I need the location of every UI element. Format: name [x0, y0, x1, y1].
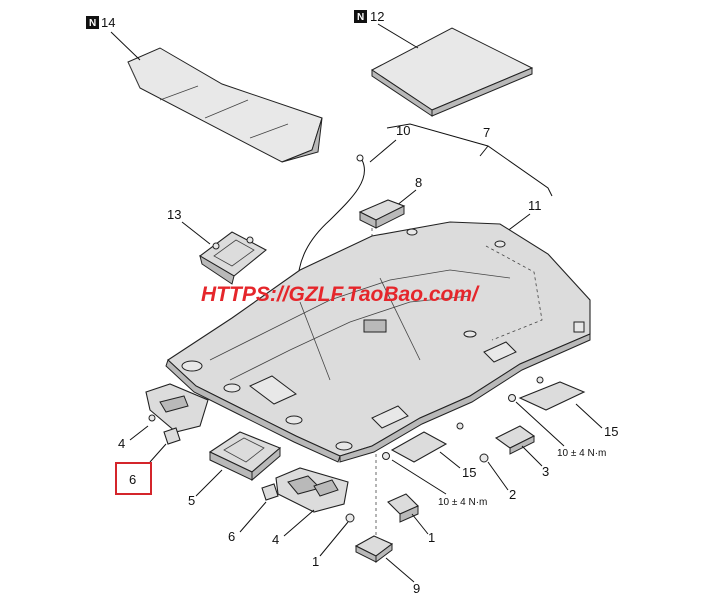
callout-14: 14 — [101, 15, 115, 30]
callout-10: 10 — [396, 123, 410, 138]
torque-spec-center: 10 ± 4 N·m — [438, 497, 487, 508]
callout-6-highlighted: 6 — [129, 472, 136, 487]
part-13-console — [199, 231, 267, 285]
torque-spec-right: 10 ± 4 N·m — [557, 448, 606, 459]
note-badge-icon — [354, 10, 367, 23]
note-badge-letter: N — [89, 18, 96, 29]
watermark-text: HTTPS://GZLF.TaoBao.com/ — [201, 283, 480, 306]
callout-8: 8 — [415, 175, 422, 190]
callout-3: 3 — [542, 464, 549, 479]
part-6-clip-right — [261, 483, 279, 501]
part-11-headliner — [165, 221, 591, 463]
callout-4-left: 4 — [118, 436, 125, 451]
note-badge-letter: N — [357, 12, 364, 23]
callout-6: 6 — [228, 529, 235, 544]
part-3-bracket — [494, 425, 536, 455]
part-6-clip-left — [163, 427, 181, 445]
part-15-bracket-right — [508, 376, 586, 411]
part-4-sunvisor-left — [145, 383, 209, 433]
callout-7: 7 — [483, 125, 490, 140]
callout-13: 13 — [167, 207, 181, 222]
part-1-bracket-right — [387, 493, 419, 523]
callout-1-left: 1 — [312, 554, 319, 569]
highlight-box — [115, 462, 152, 495]
part-5-dome-lamp — [208, 431, 282, 482]
part-8-clip — [358, 199, 406, 229]
part-1-bolt-left — [345, 513, 355, 523]
callout-1-right: 1 — [428, 530, 435, 545]
note-badge-icon — [86, 16, 99, 29]
callout-4-right: 4 — [272, 532, 279, 547]
callout-15-right: 15 — [604, 424, 618, 439]
callout-2: 2 — [509, 487, 516, 502]
callout-9: 9 — [413, 581, 420, 596]
part-14-callout: N 14 — [86, 15, 141, 61]
callout-11: 11 — [528, 198, 542, 213]
part-9-map-lamp — [354, 535, 394, 563]
part-2-bolt — [479, 453, 489, 463]
part-12-pad — [371, 27, 534, 117]
part-12-callout: N 12 — [354, 9, 419, 49]
callout-5: 5 — [188, 493, 195, 508]
callout-15-center: 15 — [462, 465, 476, 480]
part-15-bracket-center — [382, 422, 464, 463]
part-14-panel — [127, 47, 323, 163]
callout-12: 12 — [370, 9, 384, 24]
part-4-sunvisor-right — [275, 467, 349, 513]
